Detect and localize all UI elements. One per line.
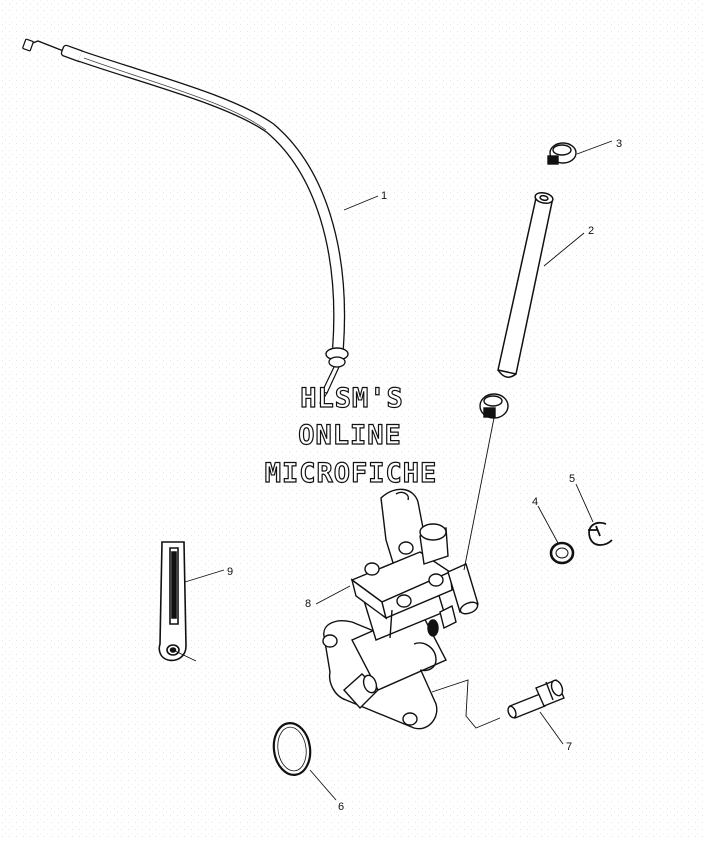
callout-1: 1 (381, 190, 387, 202)
part-8-oil-pump (322, 488, 479, 730)
callout-5: 5 (569, 473, 575, 485)
watermark-line-1: HLSM'S (300, 383, 404, 414)
part-7-bolt (507, 679, 565, 719)
watermark-line-2: ONLINE (298, 420, 402, 451)
leader-lines (172, 140, 613, 801)
callout-6: 6 (338, 801, 344, 813)
part-6-o-ring (272, 722, 312, 776)
callout-2: 2 (588, 225, 594, 237)
part-clamp-lower (479, 393, 509, 419)
part-2-hose (497, 192, 554, 378)
callout-4: 4 (532, 496, 538, 508)
callout-7: 7 (566, 741, 572, 753)
callout-labels: 1 2 3 4 5 6 7 8 9 (227, 138, 622, 813)
part-4-washer (549, 541, 575, 565)
callout-3: 3 (616, 138, 622, 150)
part-3-clamp-upper (547, 142, 577, 165)
callout-8: 8 (305, 598, 311, 610)
part-9-bracket (158, 541, 187, 662)
callout-9: 9 (227, 566, 233, 578)
part-1-cable (22, 38, 349, 405)
watermark: HLSM'S ONLINE MICROFICHE (264, 382, 438, 489)
watermark-line-3: MICROFICHE (265, 458, 438, 489)
part-5-e-clip (588, 521, 613, 546)
